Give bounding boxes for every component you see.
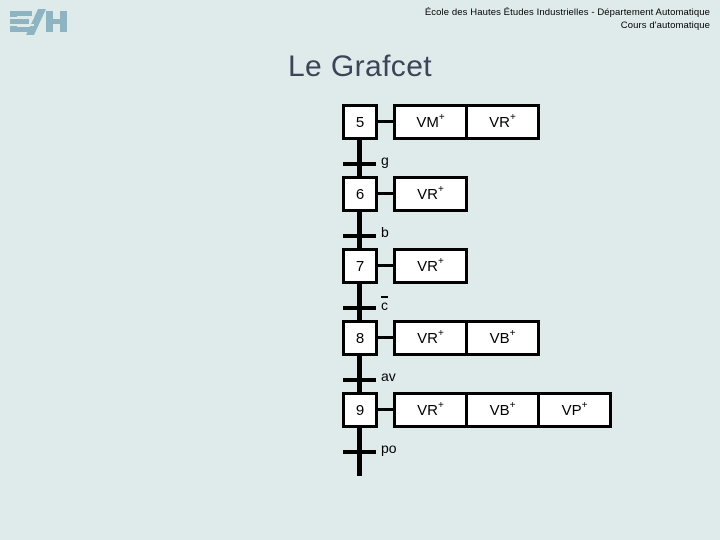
action-label: VR	[489, 113, 510, 131]
transition-label-c: c	[381, 296, 388, 313]
transition-condition: g	[381, 152, 389, 168]
action-label: VR	[417, 185, 438, 203]
step-action-connector	[378, 192, 393, 195]
step-box-5[interactable]: 5	[342, 104, 378, 140]
action-label: VR	[417, 329, 438, 347]
action-list: VR+	[393, 176, 468, 212]
step-box-6[interactable]: 6	[342, 176, 378, 212]
grafcet-link	[357, 356, 362, 378]
page-title: Le Grafcet	[287, 50, 433, 83]
action-label: VB	[489, 401, 510, 419]
action-box-VR[interactable]: VR+	[393, 248, 468, 284]
grafcet-link	[357, 284, 362, 306]
action-box-VP[interactable]: VP+	[537, 392, 612, 428]
action-list: VR+	[393, 248, 468, 284]
grafcet-link	[357, 428, 362, 450]
action-list: VR+VB+	[393, 320, 540, 356]
action-box-VR[interactable]: VR+	[393, 176, 468, 212]
step-action-connector	[378, 120, 393, 123]
step-box-7[interactable]: 7	[342, 248, 378, 284]
grafcet-link	[357, 212, 362, 234]
header-line-2: Cours d'automatique	[620, 20, 710, 31]
transition-condition: c	[381, 296, 388, 313]
step-box-8[interactable]: 8	[342, 320, 378, 356]
transition-label-av: av	[381, 368, 396, 384]
transition-bar-b[interactable]	[343, 234, 376, 238]
transition-condition: b	[381, 224, 389, 240]
action-box-VR[interactable]: VR+	[465, 104, 540, 140]
action-label: VM	[416, 113, 439, 131]
action-box-VB[interactable]: VB+	[465, 392, 540, 428]
step-box-9[interactable]: 9	[342, 392, 378, 428]
transition-condition: po	[381, 440, 397, 456]
step-action-connector	[378, 408, 393, 411]
action-label: VR	[417, 401, 438, 419]
grafcet-step-row: 6 VR+	[0, 176, 720, 212]
grafcet-link	[357, 140, 362, 162]
grafcet-link	[357, 454, 362, 476]
header-line-1: École des Hautes Études Industrielles - …	[424, 7, 710, 18]
ehi-logo	[8, 9, 67, 35]
action-box-VB[interactable]: VB+	[465, 320, 540, 356]
action-list: VM+VR+	[393, 104, 540, 140]
grafcet-step-row: 5 VM+VR+	[0, 104, 720, 140]
action-box-VR[interactable]: VR+	[393, 320, 468, 356]
transition-bar-po[interactable]	[343, 450, 376, 454]
transition-label-b: b	[381, 224, 389, 240]
transition-bar-c[interactable]	[343, 306, 376, 310]
grafcet-link	[357, 382, 362, 392]
step-action-connector	[378, 264, 393, 267]
action-list: VR+VB+VP+	[393, 392, 612, 428]
grafcet-step-row: 7 VR+	[0, 248, 720, 284]
grafcet-link	[357, 310, 362, 320]
institution-header: École des Hautes Études Industrielles - …	[425, 6, 710, 32]
action-label: VR	[417, 257, 438, 275]
transition-label-po: po	[381, 440, 397, 456]
action-label: VP	[561, 401, 582, 419]
transition-label-g: g	[381, 152, 389, 168]
grafcet-step-row: 9 VR+VB+VP+	[0, 392, 720, 428]
transition-bar-av[interactable]	[343, 378, 376, 382]
step-action-connector	[378, 336, 393, 339]
grafcet-link	[357, 238, 362, 248]
grafcet-link	[357, 166, 362, 176]
action-label: VB	[489, 329, 510, 347]
transition-bar-g[interactable]	[343, 162, 376, 166]
action-box-VR[interactable]: VR+	[393, 392, 468, 428]
transition-condition: av	[381, 368, 396, 384]
grafcet-step-row: 8 VR+VB+	[0, 320, 720, 356]
action-box-VM[interactable]: VM+	[393, 104, 468, 140]
